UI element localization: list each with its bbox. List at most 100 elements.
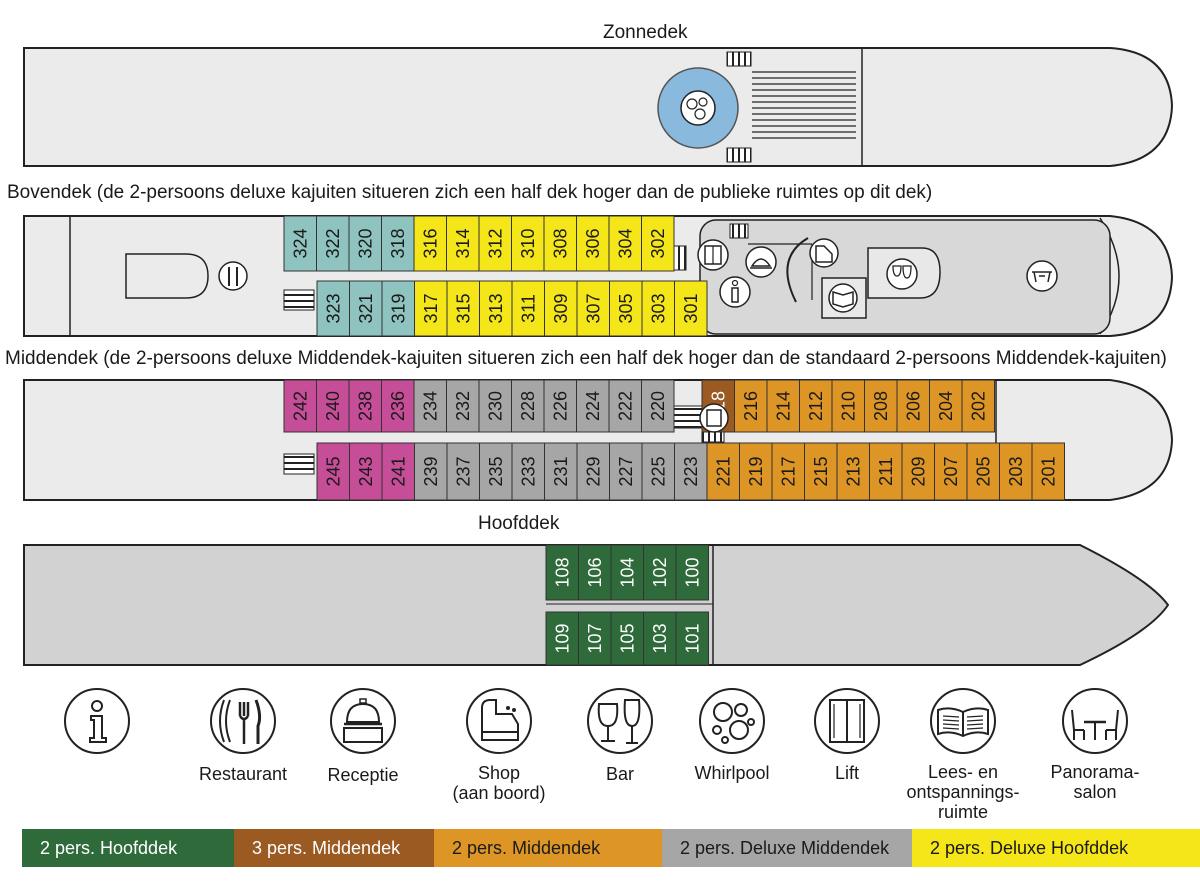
cabin-number: 108 bbox=[552, 557, 572, 587]
cabin-number: 231 bbox=[551, 456, 571, 486]
cabin-number: 240 bbox=[323, 391, 343, 421]
whirlpool-icon bbox=[697, 686, 767, 756]
cabin-318: 318 bbox=[381, 215, 415, 272]
panorama-map-icon bbox=[1026, 260, 1058, 292]
cabin-313: 313 bbox=[479, 280, 513, 337]
cabin-204: 204 bbox=[929, 379, 963, 433]
cabin-number: 202 bbox=[968, 391, 988, 421]
cabin-number: 302 bbox=[648, 228, 668, 258]
cabin-321: 321 bbox=[349, 280, 383, 337]
cabin-number: 105 bbox=[617, 623, 637, 653]
cabin-number: 241 bbox=[388, 456, 408, 486]
cabin-225: 225 bbox=[641, 442, 675, 501]
cabin-number: 214 bbox=[773, 391, 793, 421]
cabin-210: 210 bbox=[831, 379, 865, 433]
cabin-319: 319 bbox=[381, 280, 415, 337]
cabin-number: 104 bbox=[617, 557, 637, 587]
cabin-number: 238 bbox=[355, 391, 375, 421]
book-map-icon bbox=[828, 283, 858, 313]
cabin-number: 209 bbox=[908, 456, 928, 486]
cabin-230: 230 bbox=[478, 379, 512, 433]
cabin-number: 242 bbox=[290, 391, 310, 421]
cabin-number: 220 bbox=[648, 391, 668, 421]
shop-map-icon bbox=[809, 238, 839, 268]
facility-label: Panorama-salon bbox=[1050, 762, 1140, 802]
cabin-number: 322 bbox=[323, 228, 343, 258]
restaurant-icon bbox=[208, 686, 278, 756]
cabin-number: 227 bbox=[616, 456, 636, 486]
cabin-number: 319 bbox=[388, 293, 408, 323]
cabin-211: 211 bbox=[869, 442, 903, 501]
facility-label: Lift bbox=[834, 763, 859, 783]
cabin-number: 223 bbox=[681, 456, 701, 486]
legend-swatch: 2 pers. Middendek bbox=[434, 829, 662, 867]
middendek-title: Middendek (de 2-persoons deluxe Middende… bbox=[5, 348, 1167, 369]
cabin-220: 220 bbox=[641, 379, 675, 433]
lift-map-icon-middendek bbox=[699, 403, 729, 433]
cabin-101: 101 bbox=[675, 611, 709, 666]
bovendek-title: Bovendek (de 2-persoons deluxe kajuiten … bbox=[7, 182, 933, 203]
cabin-number: 101 bbox=[682, 623, 702, 653]
cabin-217: 217 bbox=[771, 442, 805, 501]
bar-map-icon bbox=[886, 258, 918, 290]
cabin-number: 102 bbox=[650, 557, 670, 587]
cabin-number: 305 bbox=[616, 293, 636, 323]
wine-glasses-icon bbox=[585, 686, 655, 756]
cash-register-icon bbox=[464, 686, 534, 756]
cabin-number: 307 bbox=[583, 293, 603, 323]
cabin-number: 205 bbox=[973, 456, 993, 486]
cabin-number: 308 bbox=[550, 228, 570, 258]
open-book-icon bbox=[928, 686, 998, 756]
cabin-237: 237 bbox=[446, 442, 480, 501]
zonnedek-title: Zonnedek bbox=[603, 22, 688, 43]
cabin-322: 322 bbox=[316, 215, 350, 272]
cabin-242: 242 bbox=[283, 379, 317, 433]
cabin-215: 215 bbox=[804, 442, 838, 501]
cabin-number: 313 bbox=[486, 293, 506, 323]
cabin-number: 221 bbox=[713, 456, 733, 486]
cabin-107: 107 bbox=[578, 611, 612, 666]
cabin-number: 228 bbox=[518, 391, 538, 421]
cabin-number: 211 bbox=[876, 457, 896, 486]
cabin-number: 323 bbox=[323, 293, 343, 323]
info-icon bbox=[62, 686, 132, 756]
cabin-number: 212 bbox=[806, 391, 826, 421]
cabin-number: 225 bbox=[648, 456, 668, 486]
cabin-number: 201 bbox=[1038, 456, 1058, 486]
cabin-number: 215 bbox=[811, 456, 831, 486]
cabin-207: 207 bbox=[934, 442, 968, 501]
cabin-number: 318 bbox=[388, 228, 408, 258]
cabin-number: 311 bbox=[518, 294, 538, 323]
cabin-303: 303 bbox=[641, 280, 675, 337]
cabin-309: 309 bbox=[544, 280, 578, 337]
cabin-number: 309 bbox=[551, 293, 571, 323]
cabin-234: 234 bbox=[413, 379, 447, 433]
cabin-105: 105 bbox=[610, 611, 644, 666]
cabin-number: 217 bbox=[778, 456, 798, 486]
cabin-208: 208 bbox=[864, 379, 898, 433]
cabin-222: 222 bbox=[608, 379, 642, 433]
cabin-305: 305 bbox=[609, 280, 643, 337]
cabin-231: 231 bbox=[544, 442, 578, 501]
cabin-214: 214 bbox=[766, 379, 800, 433]
cabin-number: 210 bbox=[838, 391, 858, 421]
cabin-202: 202 bbox=[961, 379, 995, 433]
cabin-number: 243 bbox=[356, 456, 376, 486]
cabin-number: 315 bbox=[453, 293, 473, 323]
cabin-301: 301 bbox=[674, 280, 708, 337]
cabin-205: 205 bbox=[966, 442, 1000, 501]
cabin-number: 236 bbox=[388, 391, 408, 421]
cabin-104: 104 bbox=[610, 544, 644, 601]
cabin-number: 103 bbox=[650, 623, 670, 653]
lift-map-icon bbox=[697, 239, 729, 271]
cabin-314: 314 bbox=[446, 215, 480, 272]
cabin-236: 236 bbox=[381, 379, 415, 433]
cabin-number: 324 bbox=[290, 228, 310, 258]
zonnedek-hull bbox=[23, 47, 1174, 167]
